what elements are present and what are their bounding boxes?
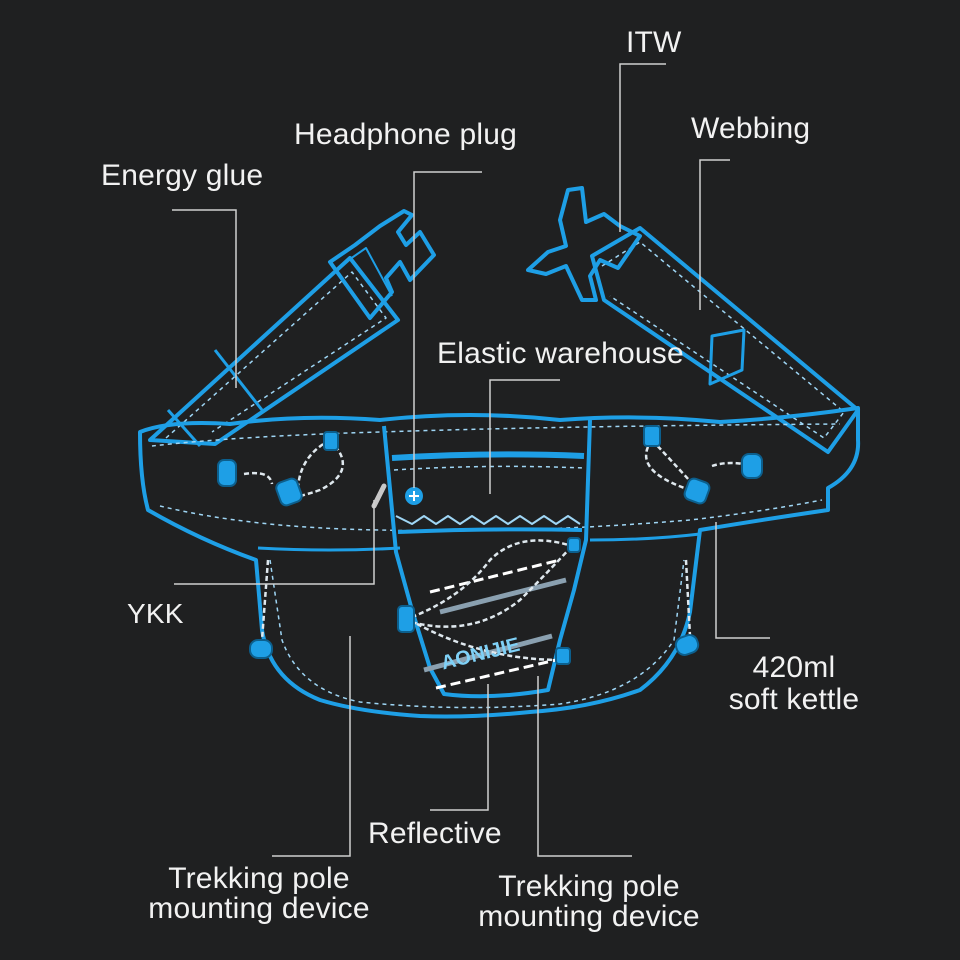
leader-line-trekking-right xyxy=(537,676,632,857)
leader-line-itw xyxy=(619,63,666,232)
cord-lock xyxy=(567,537,581,553)
label-reflective: Reflective xyxy=(368,817,502,850)
cord-lock xyxy=(397,605,415,633)
leader-line-ykk xyxy=(174,500,375,585)
label-trekking-pole-right: Trekking pole mounting device xyxy=(460,872,718,932)
label-trekking-right-line1: Trekking pole xyxy=(498,870,680,903)
cord-lock xyxy=(683,477,711,505)
brand-text: AONIJIE xyxy=(439,634,522,675)
leader-line-headphone-plug xyxy=(413,171,482,488)
label-trekking-left-line1: Trekking pole xyxy=(168,862,350,895)
label-trekking-right-line2: mounting device xyxy=(478,900,700,933)
label-headphone-plug: Headphone plug xyxy=(294,118,517,151)
headphone-plug-port xyxy=(405,487,423,505)
label-elastic-warehouse: Elastic warehouse xyxy=(437,337,684,370)
cord-lock xyxy=(217,459,237,487)
leader-line-soft-kettle xyxy=(715,522,770,639)
leader-lines xyxy=(172,63,770,857)
cord-lock xyxy=(674,634,700,656)
label-trekking-left-line2: mounting device xyxy=(148,892,370,925)
left-buckle xyxy=(328,209,436,320)
label-soft-kettle-line1: 420ml xyxy=(752,651,836,684)
label-ykk: YKK xyxy=(127,598,184,629)
cord-locks xyxy=(217,425,763,665)
belt-body xyxy=(138,406,861,719)
cord-lock xyxy=(323,431,339,451)
cord-lock xyxy=(555,647,571,665)
leader-line-elastic-warehouse xyxy=(489,379,560,494)
label-soft-kettle-line2: soft kettle xyxy=(728,683,860,716)
leader-line-reflective xyxy=(430,684,489,811)
label-itw: ITW xyxy=(626,26,682,59)
ykk-zip-pull xyxy=(371,483,387,509)
leader-line-webbing xyxy=(699,159,730,310)
cord-lock xyxy=(249,639,273,659)
label-energy-glue: Energy glue xyxy=(101,159,264,192)
cord-lock xyxy=(741,453,763,479)
label-webbing: Webbing xyxy=(691,112,811,145)
leader-line-energy-glue xyxy=(172,209,237,388)
cord-lock xyxy=(643,425,661,447)
label-soft-kettle: 420ml soft kettle xyxy=(718,652,870,716)
right-buckle xyxy=(526,186,642,302)
leader-line-trekking-left xyxy=(272,636,351,857)
cord-lock xyxy=(275,477,303,507)
left-strap xyxy=(148,256,400,447)
label-trekking-pole-left: Trekking pole mounting device xyxy=(130,864,388,924)
